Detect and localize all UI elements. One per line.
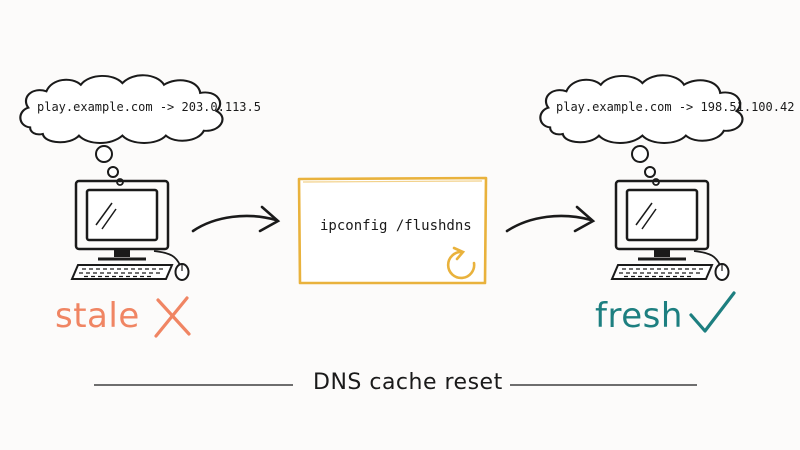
x-mark-icon (154, 296, 191, 338)
left-thought-cloud (19, 74, 224, 186)
command-box (297, 176, 488, 285)
command-text: ipconfig /flushdns (320, 218, 472, 234)
fresh-label: fresh (595, 296, 683, 336)
arrow-to-command-icon (191, 205, 281, 233)
right-thought-cloud (539, 74, 744, 186)
caption: DNS cache reset (313, 370, 503, 395)
left-bubble-text: play.example.com -> 203.0.113.5 (37, 100, 261, 114)
left-computer-icon (70, 179, 190, 282)
right-computer-icon (610, 179, 730, 282)
refresh-icon (446, 246, 476, 280)
right-bubble-text: play.example.com -> 198.51.100.42 (556, 100, 795, 114)
arrow-to-fresh-icon (505, 205, 596, 233)
check-mark-icon (689, 291, 736, 333)
stale-label: stale (55, 296, 140, 336)
